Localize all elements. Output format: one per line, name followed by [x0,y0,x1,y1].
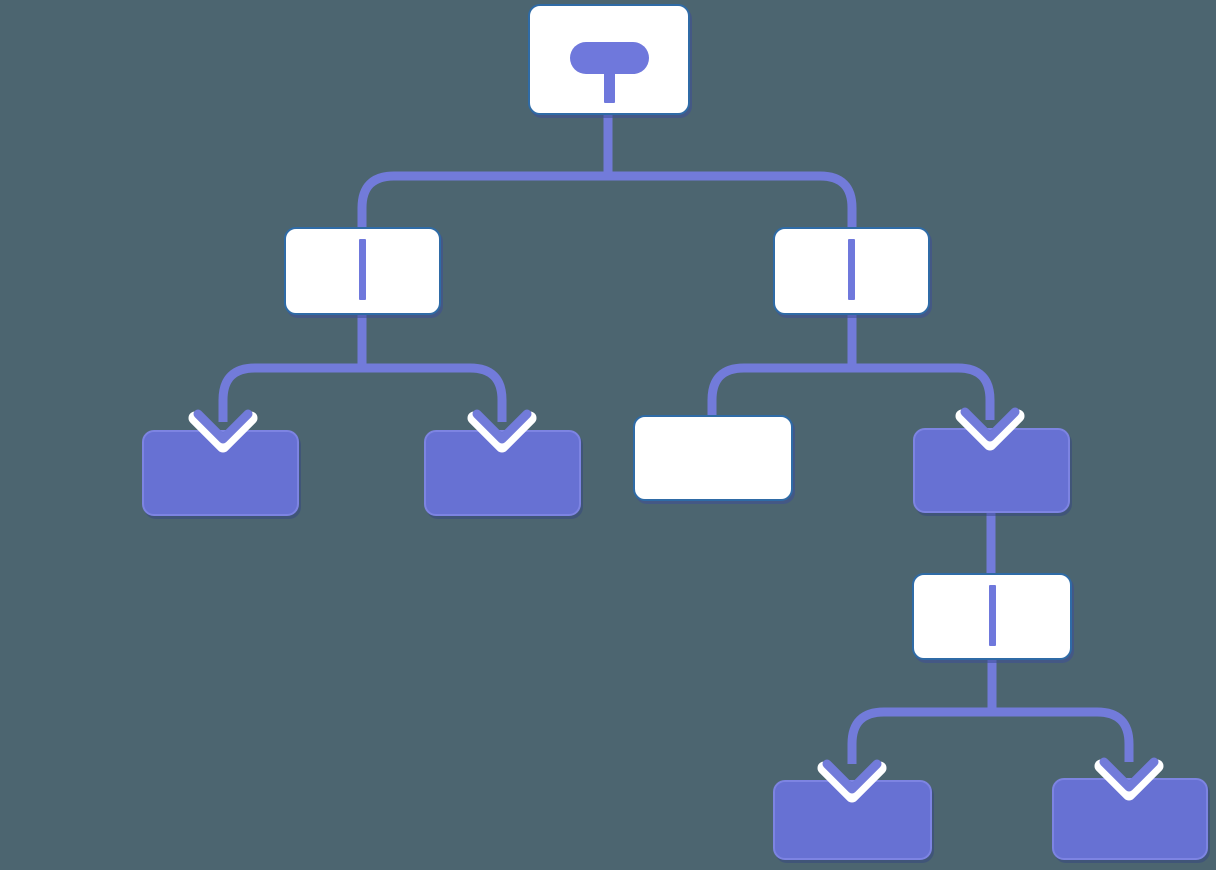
node-empty-white[interactable] [633,415,793,501]
vertical-bar-icon [848,239,855,300]
vertical-bar-icon [359,239,366,300]
node-branch-right[interactable] [773,227,930,315]
root-stem-icon [603,70,615,103]
connector-left-spread [218,363,507,422]
connector-bottom-spread [847,707,1134,764]
node-root[interactable] [528,4,690,115]
connector-level1-spread [357,171,857,229]
node-leaf-3[interactable] [773,780,932,860]
node-leaf-1[interactable] [142,430,299,516]
node-branch-left[interactable] [284,227,441,315]
vertical-bar-icon [988,585,996,646]
node-leaf-4[interactable] [1052,778,1208,860]
node-filled-mid[interactable] [913,428,1070,513]
node-leaf-2[interactable] [424,430,581,516]
node-branch-bottom[interactable] [912,573,1072,660]
connector-right-spread [707,363,995,420]
root-pill-icon [569,42,649,74]
